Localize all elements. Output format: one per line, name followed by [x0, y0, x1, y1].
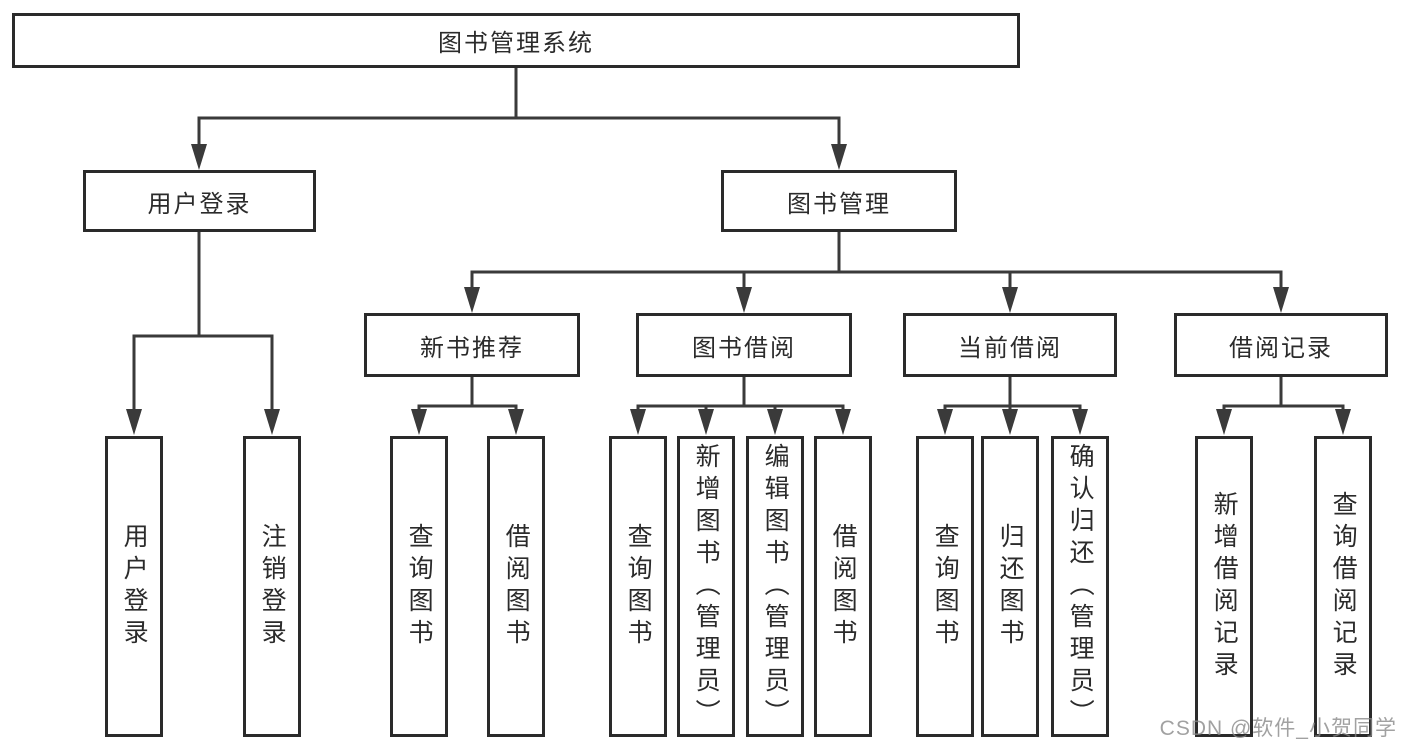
leaf-borrow-add-books-admin: 新增图书（管理员）: [677, 436, 735, 737]
leaf-label: 确认归还（管理员）: [1066, 442, 1095, 731]
leaf-borrow-borrow-books: 借阅图书: [814, 436, 872, 737]
leaf-records-query-record: 查询借阅记录: [1314, 436, 1372, 737]
leaf-current-query-books: 查询图书: [916, 436, 974, 737]
connector-borrow-records-to-leaves: [1216, 375, 1351, 435]
leaf-label: 归还图书: [996, 522, 1025, 651]
connector-new-book-to-leaves: [411, 375, 524, 435]
leaf-records-add-record: 新增借阅记录: [1195, 436, 1253, 737]
node-label: 用户登录: [147, 190, 252, 218]
connector-book-management-to-level3: [464, 230, 1289, 313]
leaf-label: 借阅图书: [502, 522, 531, 651]
leaf-logout-login: 注销登录: [243, 436, 301, 737]
leaf-label: 借阅图书: [829, 522, 858, 651]
leaf-label: 查询图书: [624, 522, 653, 651]
node-current-borrowing: 当前借阅: [903, 313, 1117, 377]
connector-user-login-to-leaves: [126, 230, 280, 435]
leaf-label: 查询借阅记录: [1329, 490, 1358, 683]
node-new-book-recommendation: 新书推荐: [364, 313, 580, 377]
leaf-user-login: 用户登录: [105, 436, 163, 737]
leaf-label: 新增借阅记录: [1210, 490, 1239, 683]
node-label: 新书推荐: [420, 334, 524, 362]
node-label: 图书管理系统: [438, 30, 594, 57]
leaf-label: 用户登录: [120, 522, 149, 651]
watermark-text: CSDN @软件_小贺同学: [1159, 717, 1397, 740]
leaf-current-return-books: 归还图书: [981, 436, 1039, 737]
connector-root-to-level2: [191, 66, 847, 170]
node-book-management: 图书管理: [721, 170, 957, 232]
connector-book-borrow-to-leaves: [630, 375, 851, 435]
leaf-label: 注销登录: [258, 522, 287, 651]
leaf-label: 查询图书: [405, 522, 434, 651]
leaf-borrow-query-books: 查询图书: [609, 436, 667, 737]
leaf-recommend-query-books: 查询图书: [390, 436, 448, 737]
node-label: 图书借阅: [692, 334, 796, 362]
leaf-label: 编辑图书（管理员）: [761, 442, 790, 731]
node-borrowing-records: 借阅记录: [1174, 313, 1388, 377]
leaf-borrow-edit-books-admin: 编辑图书（管理员）: [746, 436, 804, 737]
node-library-management-system: 图书管理系统: [12, 13, 1020, 68]
node-label: 当前借阅: [958, 334, 1062, 362]
node-book-borrowing: 图书借阅: [636, 313, 852, 377]
leaf-current-confirm-return-admin: 确认归还（管理员）: [1051, 436, 1109, 737]
leaf-label: 新增图书（管理员）: [692, 442, 721, 731]
node-label: 借阅记录: [1229, 334, 1333, 362]
leaf-label: 查询图书: [931, 522, 960, 651]
node-user-login: 用户登录: [83, 170, 316, 232]
node-label: 图书管理: [787, 190, 891, 218]
leaf-recommend-borrow-books: 借阅图书: [487, 436, 545, 737]
connector-current-borrow-to-leaves: [937, 375, 1088, 435]
